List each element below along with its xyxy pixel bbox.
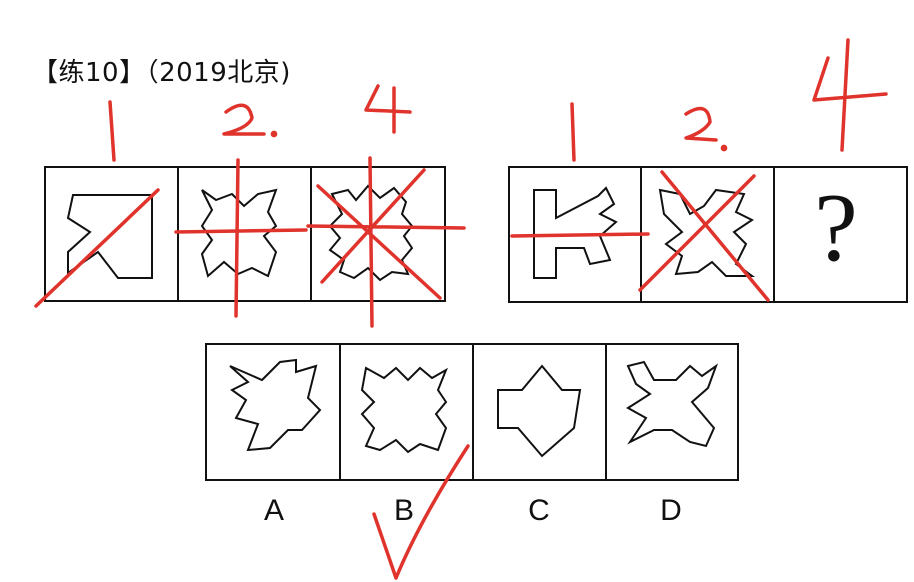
option-c-label[interactable]: C <box>528 494 550 527</box>
annotation-2-right <box>684 106 718 142</box>
annotation-4-right <box>812 38 888 152</box>
option-d-figure <box>626 360 719 448</box>
option-a-figure <box>229 358 322 452</box>
option-b-label[interactable]: B <box>393 494 414 527</box>
option-c-figure <box>497 364 582 458</box>
strike-left-3-v <box>368 156 374 328</box>
strike-right-1-h <box>510 232 650 238</box>
left-figure-2 <box>200 188 278 278</box>
strike-right-2-a <box>660 170 770 302</box>
option-a-label[interactable]: A <box>263 494 284 527</box>
strike-left-2-h <box>174 228 308 234</box>
options-row <box>205 343 739 481</box>
right-frame <box>508 166 908 303</box>
strike-left-2-v <box>234 158 240 318</box>
question-title: 【练10】（2019北京) <box>32 58 291 88</box>
strike-left-3-h <box>306 224 466 230</box>
red-annotations <box>34 38 888 580</box>
left-sequence <box>44 166 446 302</box>
question-mark: ? <box>814 174 858 282</box>
strike-left-3-a <box>316 184 442 300</box>
right-figure-1 <box>533 186 618 279</box>
annotation-1-left <box>108 100 116 162</box>
annotation-1-right <box>570 102 576 162</box>
option-b-figure <box>360 366 448 454</box>
option-d-label[interactable]: D <box>660 494 682 527</box>
strike-right-2-b <box>638 174 756 292</box>
annotation-2-left <box>222 103 266 136</box>
answer-check-mark <box>372 444 470 580</box>
strike-left-1 <box>34 188 160 308</box>
left-frame <box>44 166 446 302</box>
annotation-4-left <box>364 84 412 134</box>
